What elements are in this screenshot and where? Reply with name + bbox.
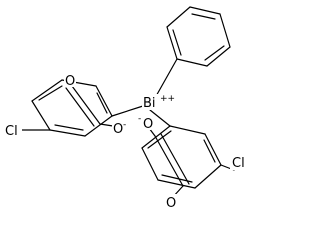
bond-bi-right	[149, 109, 171, 127]
atom-oxygen-carbonyl-left: O	[65, 74, 75, 89]
charge-oxygen-left: -	[123, 120, 126, 130]
atom-bismuth: Bi	[143, 96, 156, 111]
chlorobenzoate-ring-right	[141, 125, 222, 189]
atom-oxygen-carbonyl-right: O	[166, 196, 176, 211]
phenyl-ring-top	[166, 6, 231, 67]
bond-bi-phenyl-top	[154, 58, 178, 99]
atom-chlorine-right: Cl	[232, 156, 245, 171]
charge-oxygen-right: -	[138, 114, 141, 124]
charge-bismuth: ++	[160, 94, 175, 104]
atom-chlorine-left: Cl	[5, 124, 18, 139]
atom-oxygen-anion-right: O	[143, 117, 153, 132]
atom-oxygen-anion-left: O	[113, 122, 123, 137]
chemical-structure-diagram: Bi ++ O O - Cl O - O Cl	[5, 6, 245, 211]
bond-bi-left	[111, 105, 144, 117]
